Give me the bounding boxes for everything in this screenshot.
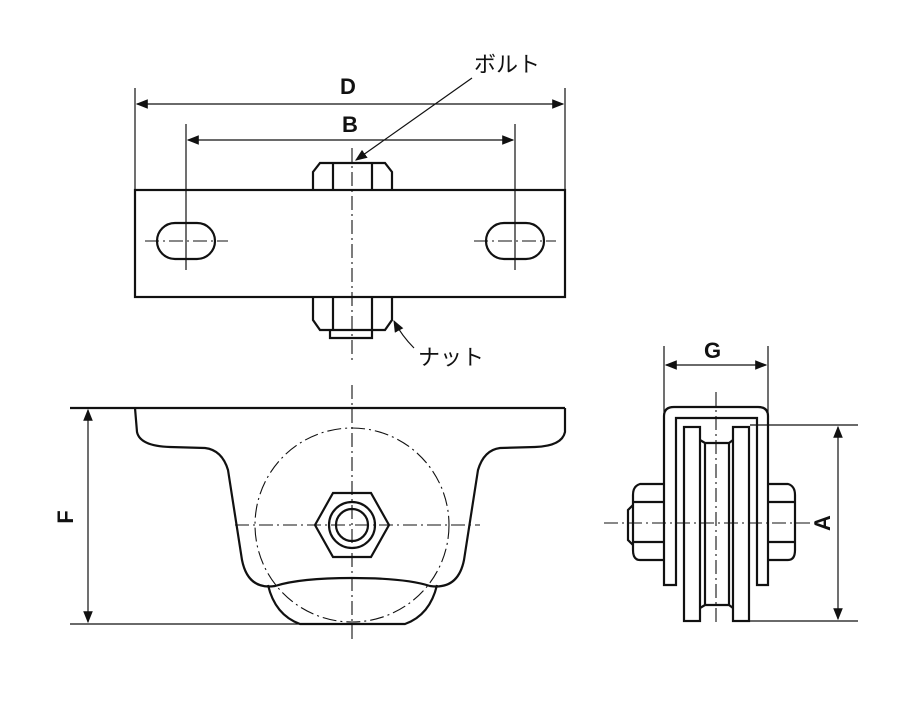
label-f: F	[53, 510, 78, 523]
nut-leader	[393, 319, 415, 349]
label-a: A	[810, 515, 835, 531]
label-d: D	[340, 74, 356, 99]
wheel-bottom	[266, 584, 439, 626]
bolt-leader	[355, 77, 473, 161]
axle-bolt-head	[631, 482, 664, 562]
bolt-end	[328, 330, 374, 340]
side-view: G A	[604, 338, 858, 623]
label-g: G	[704, 338, 721, 363]
bolt-head	[311, 161, 394, 190]
wheel-flange-left	[682, 425, 702, 623]
bracket-outline	[133, 407, 567, 588]
side-bracket	[662, 405, 770, 587]
label-bolt: ボルト	[474, 53, 540, 78]
front-view: F	[53, 385, 567, 640]
axle-nut-side	[768, 482, 797, 562]
top-view: D B ボルト ナット	[133, 53, 567, 371]
mounting-plate	[133, 188, 567, 299]
wheel-hub	[699, 439, 734, 609]
label-nut: ナット	[418, 346, 484, 371]
wheel-flange-right	[731, 425, 751, 623]
label-b: B	[342, 112, 358, 137]
